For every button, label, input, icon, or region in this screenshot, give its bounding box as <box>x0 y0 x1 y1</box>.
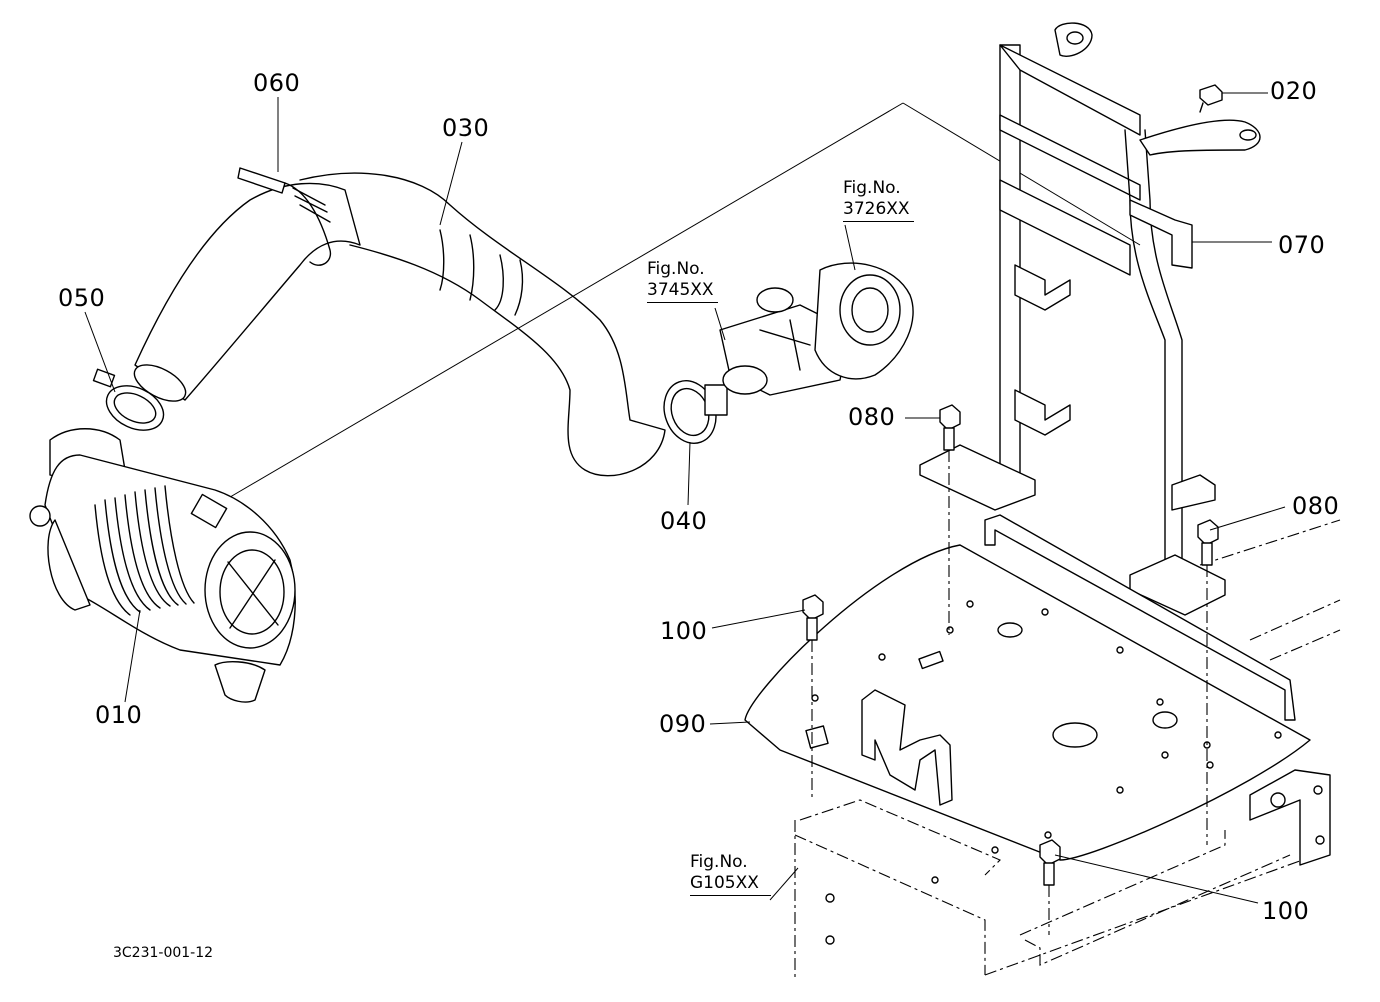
part-label-090: 090 <box>659 710 707 738</box>
figure-ref-label: Fig.No. <box>843 178 901 198</box>
part-label-020: 020 <box>1270 77 1318 105</box>
reference-lines <box>224 102 1141 501</box>
figure-ref-label: Fig.No. <box>690 852 748 872</box>
air-cleaner-010 <box>29 428 296 703</box>
leader-lines <box>84 92 1286 904</box>
base-plate-090 <box>744 514 1311 861</box>
lower-frame-phantom <box>794 519 1341 980</box>
figure-ref-3745: Fig.No. 3745XX <box>647 259 718 303</box>
bolt-020 <box>1199 84 1223 113</box>
part-label-080-right: 080 <box>1292 492 1340 520</box>
part-label-010: 010 <box>95 701 143 729</box>
air-hose-030 <box>133 172 666 477</box>
figure-ref-label: Fig.No. <box>647 259 705 279</box>
cable-tie-060 <box>237 167 332 266</box>
figure-ref-g105: Fig.No. G105XX <box>690 852 771 896</box>
hose-clamp-040 <box>663 380 728 444</box>
part-label-040: 040 <box>660 507 708 535</box>
bolt-100-left <box>802 594 824 641</box>
bolt-080-upper <box>939 404 961 451</box>
figure-ref-number: 3726XX <box>843 199 914 222</box>
part-label-080-upper: 080 <box>848 403 896 431</box>
part-label-100-left: 100 <box>660 617 708 645</box>
document-id: 3C231-001-12 <box>113 945 214 961</box>
bolts <box>802 84 1223 935</box>
part-label-070: 070 <box>1278 231 1326 259</box>
figure-ref-3726: Fig.No. 3726XX <box>843 178 914 222</box>
part-label-050: 050 <box>58 284 106 312</box>
turbocharger-assembly <box>719 262 914 396</box>
part-label-100-lower: 100 <box>1262 897 1310 925</box>
part-label-030: 030 <box>442 114 490 142</box>
bolt-080-right <box>1197 519 1219 566</box>
figure-ref-number: G105XX <box>690 873 771 896</box>
figure-ref-number: 3745XX <box>647 280 718 303</box>
pleated-element <box>94 485 195 616</box>
part-label-060: 060 <box>253 69 301 97</box>
bolt-100-lower <box>1039 839 1061 886</box>
hose-clamp-050 <box>92 368 165 431</box>
